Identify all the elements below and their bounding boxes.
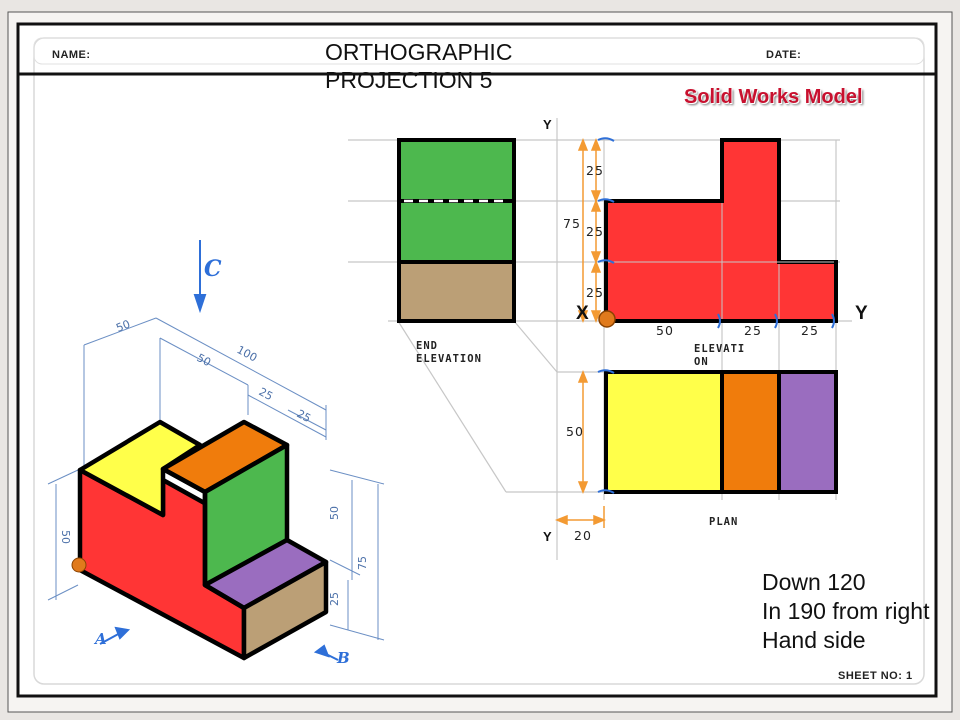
elevation-overlay-lines [608,203,834,319]
dim-20-offset: 20 [574,528,592,543]
date-label: DATE: [766,49,802,61]
dim-25-bottom: 25 [586,285,604,300]
iso-side-tan-face [241,559,329,661]
solidworks-brand-label: Solid Works Model [684,86,863,108]
sheet-number: SHEET NO: 1 [838,670,913,682]
drawing-title: ORTHOGRAPHIC PROJECTION 5 [325,39,513,93]
plan-orange-face [720,370,781,494]
iso-dim-8: 75 [356,556,369,570]
iso-dim-2: 50 [195,351,213,369]
view-arrows [99,240,339,661]
instruction-note: Down 120 In 190 from right Hand side [762,569,930,653]
title-strip-box [33,37,925,65]
iso-view-letters: C A B [93,256,350,667]
iso-dim-1: 50 [114,317,132,334]
dimension-lines [554,137,607,528]
end-elevation-view [397,138,516,323]
axis-y-right: Y [855,303,868,324]
axis-y-bottom: Y [543,529,552,544]
iso-dim-7: 50 [328,506,341,520]
plan-view [604,370,838,494]
dim-25-step-b: 25 [801,323,819,338]
iso-dim-4: 25 [257,385,275,403]
dim-25-step-a: 25 [744,323,762,338]
dim-50-width: 50 [656,323,674,338]
origin-point [598,310,616,328]
arrow-b-head [313,644,330,658]
axis-x: X [576,303,589,324]
iso-dim-6: 50 [59,530,72,544]
end-elev-middle-green [397,199,516,264]
view-letter-a: A [93,630,107,648]
end-elev-upper-green [397,138,516,203]
end-elev-lower-tan [397,260,516,323]
iso-origin-point [71,557,87,573]
plan-purple-face [777,370,838,494]
iso-dim-9: 25 [328,592,341,606]
arrow-c-head [193,294,207,314]
plan-yellow-face [604,370,724,494]
name-label: NAME: [52,49,91,61]
compass-arc-marks [597,137,835,494]
iso-dim-5: 25 [295,407,313,425]
elevation-label: ELEVATI ON [694,343,746,368]
arrow-a-head [114,626,131,640]
plan-label: PLAN [709,516,739,528]
view-letter-c: C [204,256,222,282]
isometric-dimensions [47,317,385,641]
end-elevation-label: END ELEVATION [416,340,482,365]
dim-75-total: 75 [563,216,581,231]
dim-25-top: 25 [586,163,604,178]
axis-y-top: Y [543,117,552,132]
dim-50-plan-depth: 50 [566,424,584,439]
dim-25-middle: 25 [586,224,604,239]
isometric-solid [77,419,329,661]
view-letter-b: B [336,649,350,667]
